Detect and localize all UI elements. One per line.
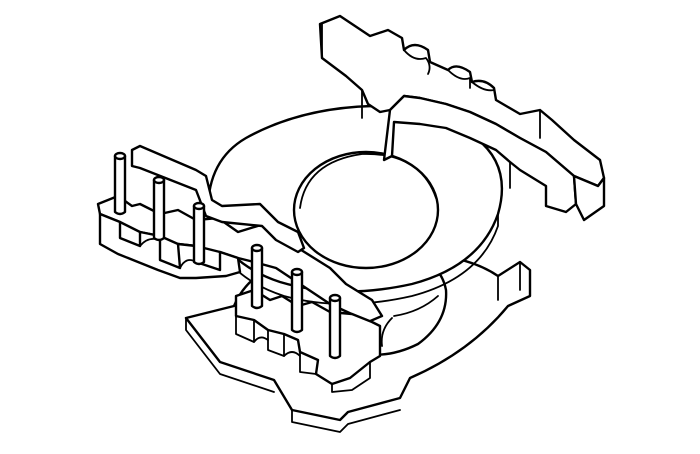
pin-left-1 (113, 151, 127, 216)
pin-left-3 (192, 201, 206, 266)
pin-front-1 (250, 243, 264, 310)
pin-left-2 (152, 175, 166, 242)
left-terminal-rail (96, 144, 384, 324)
pin-front-2 (290, 267, 304, 334)
front-pin-row (250, 243, 342, 360)
left-pin-row (113, 151, 206, 266)
rear-terminal-rail (318, 14, 606, 222)
center-hole (292, 150, 440, 270)
pin-front-3 (328, 293, 342, 360)
